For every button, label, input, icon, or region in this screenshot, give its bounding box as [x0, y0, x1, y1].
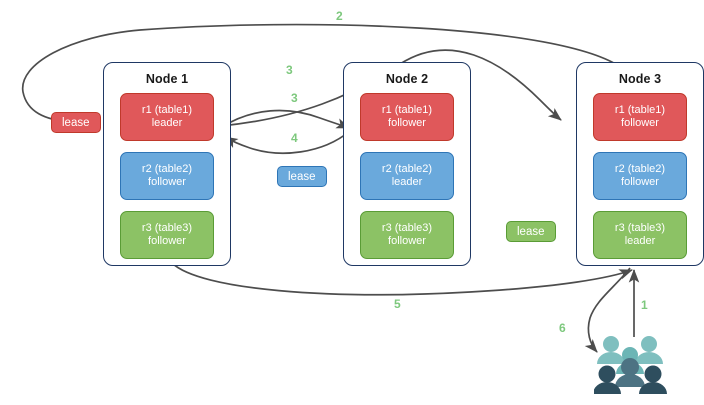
node-3-replica-r3-name: r3 (table3): [614, 221, 666, 234]
node-3-replica-r1-name: r1 (table1): [614, 103, 666, 116]
node-2-replica-r1[interactable]: r1 (table1) follower: [360, 93, 454, 141]
node-3-replica-r1[interactable]: r1 (table1) follower: [593, 93, 687, 141]
node-2-replica-r2-role: leader: [391, 176, 423, 188]
step-label-5: 5: [394, 297, 401, 311]
node-1-replica-r2[interactable]: r2 (table2) follower: [120, 152, 214, 200]
lease-badge-red[interactable]: lease: [51, 112, 101, 133]
node-3-replica-r3-role: leader: [624, 235, 656, 247]
people-group-svg: [593, 336, 667, 394]
node-1-replica-r3-role: follower: [148, 235, 186, 247]
node-1-replica-r3-name: r3 (table3): [141, 221, 193, 234]
node-1-title: Node 1: [145, 72, 189, 86]
node-3-title: Node 3: [618, 72, 662, 86]
people-group-icon: [593, 334, 670, 396]
node-1-replica-r1-role: leader: [151, 117, 183, 129]
node-2-title: Node 2: [385, 72, 429, 86]
step-label-4: 4: [291, 131, 298, 145]
edge-5-response: [171, 262, 633, 296]
edge-3-node1-to-node2: [221, 109, 350, 129]
node-2-replica-r3-name: r3 (table3): [381, 221, 433, 234]
step-label-6: 6: [559, 321, 566, 335]
node-2-replica-r1-role: follower: [388, 117, 426, 129]
step-label-3-short: 3: [291, 91, 298, 105]
node-2-replica-r3[interactable]: r3 (table3) follower: [360, 211, 454, 259]
lease-badge-blue[interactable]: lease: [277, 166, 327, 187]
node-1-replica-r3[interactable]: r3 (table3) follower: [120, 211, 214, 259]
node-3-replica-r2-name: r2 (table2): [614, 162, 666, 175]
node-2[interactable]: Node 2 r1 (table1) follower r2 (table2) …: [343, 62, 471, 266]
step-label-1: 1: [641, 298, 648, 312]
node-3-replica-r3[interactable]: r3 (table3) leader: [593, 211, 687, 259]
node-3-replica-r2-role: follower: [621, 176, 659, 188]
node-3-replica-r2[interactable]: r2 (table2) follower: [593, 152, 687, 200]
edge-4-node2-to-node1: [224, 130, 351, 154]
node-2-replica-r2[interactable]: r2 (table2) leader: [360, 152, 454, 200]
lease-badge-green[interactable]: lease: [506, 221, 556, 242]
node-1-replica-r1-name: r1 (table1): [141, 103, 193, 116]
node-2-replica-r1-name: r1 (table1): [381, 103, 433, 116]
node-1-replica-r2-name: r2 (table2): [141, 162, 193, 175]
step-label-3-long: 3: [286, 63, 293, 77]
node-2-replica-r3-role: follower: [388, 235, 426, 247]
node-3[interactable]: Node 3 r1 (table1) follower r2 (table2) …: [576, 62, 704, 266]
node-3-replica-r1-role: follower: [621, 117, 659, 129]
node-1-replica-r2-role: follower: [148, 176, 186, 188]
node-1-replica-r1[interactable]: r1 (table1) leader: [120, 93, 214, 141]
node-1[interactable]: Node 1 r1 (table1) leader r2 (table2) fo…: [103, 62, 231, 266]
node-2-replica-r2-name: r2 (table2): [381, 162, 433, 175]
step-label-2: 2: [336, 9, 343, 23]
